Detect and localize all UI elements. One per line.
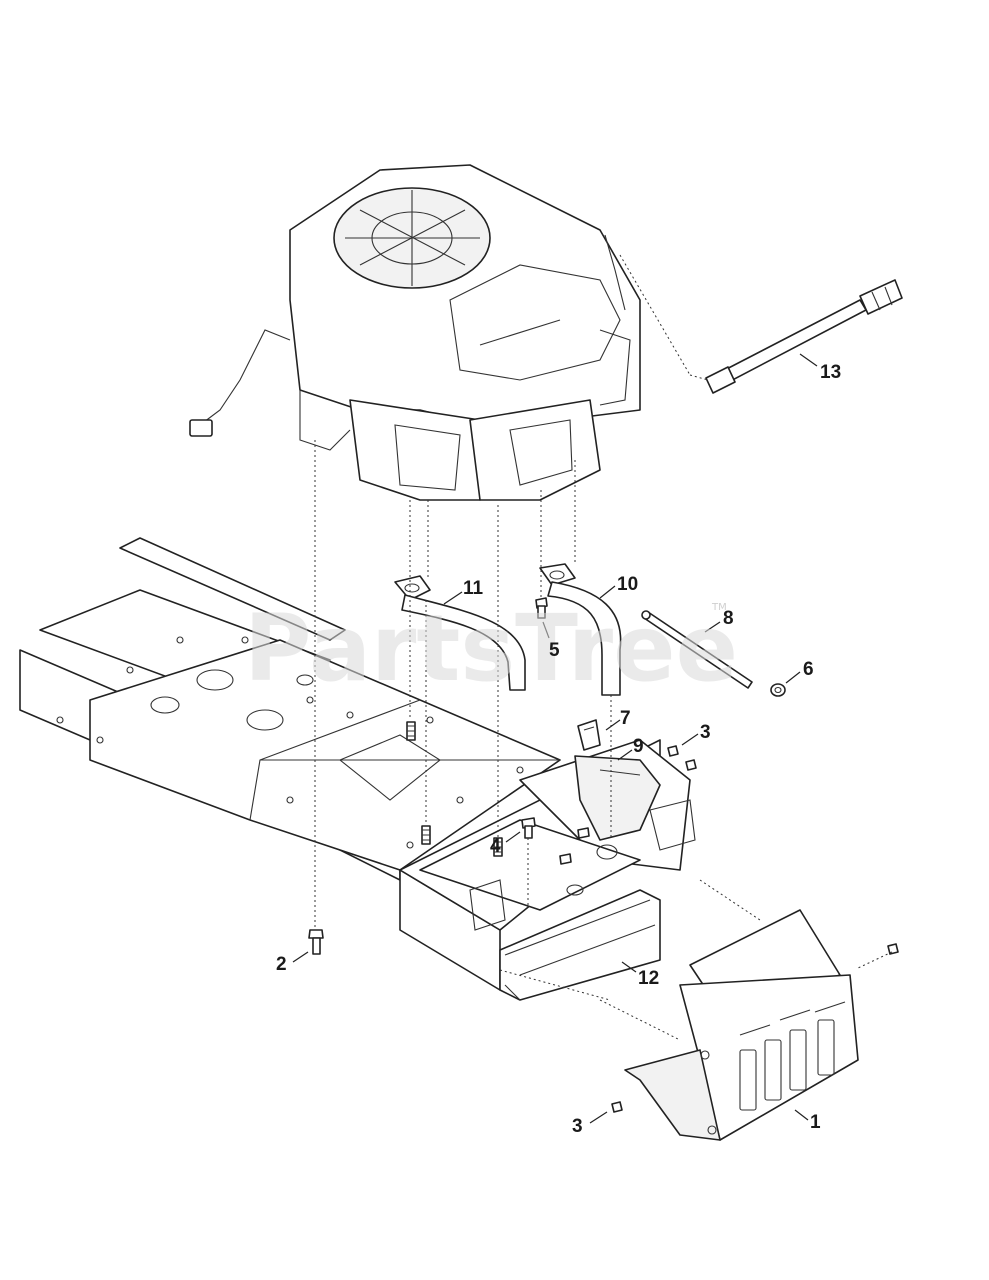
- callout-label-5: 5: [549, 640, 560, 661]
- callout-label-9: 8: [723, 608, 734, 629]
- watermark-text: PartsTree: [244, 595, 738, 702]
- callout-label-7: 7: [620, 708, 631, 729]
- callout-label-13: 13: [820, 362, 841, 383]
- rod: [641, 610, 753, 689]
- nut: [770, 683, 786, 697]
- clip: [577, 719, 601, 751]
- callout-label-3-lower: 3: [572, 1116, 583, 1137]
- leader-lines: [314, 254, 893, 1041]
- exhaust-pipe-left: [394, 575, 526, 691]
- callout-label-2: 2: [276, 954, 287, 975]
- callout-label-3-upper: 3: [700, 722, 711, 743]
- callout-label-10: 10: [617, 574, 638, 595]
- fuel-line: [705, 279, 903, 394]
- exhaust-pipe-right: [539, 563, 622, 696]
- callout-pointers: [292, 353, 818, 1124]
- mower-frame: [19, 537, 696, 991]
- callout-label-11: 11: [463, 578, 484, 599]
- callout-label-1: 1: [810, 1112, 821, 1133]
- callout-label-6: 6: [803, 659, 814, 680]
- watermark: PartsTree TM: [244, 595, 738, 702]
- heat-shield-bracket: [574, 755, 661, 841]
- callout-label-12: 12: [638, 968, 659, 989]
- muffler-guard: [624, 909, 859, 1141]
- callout-label-4: 4: [490, 836, 501, 857]
- engine: [189, 164, 641, 501]
- callout-label-8: 9: [633, 736, 644, 757]
- muffler: [499, 889, 661, 1001]
- bolts-and-springs: [308, 597, 899, 1113]
- watermark-trademark: TM: [711, 602, 727, 613]
- callout-labels: 11 10 8 6 13 5 7 9 3 4 2 12 3 1: [276, 362, 841, 1137]
